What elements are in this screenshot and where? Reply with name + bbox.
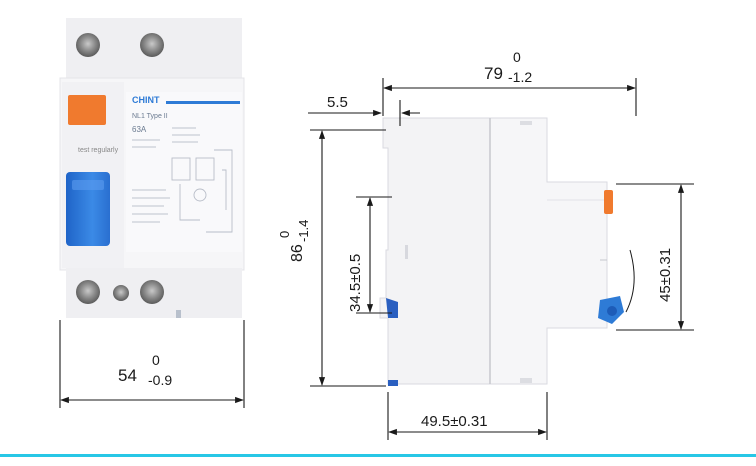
width-lower-tol: -0.9 bbox=[148, 372, 172, 388]
wiring-schematic bbox=[171, 149, 233, 233]
bottom-center-screw-icon bbox=[113, 285, 129, 301]
front-height-dimension bbox=[616, 183, 694, 331]
model-text: NL1 Type II bbox=[132, 113, 168, 120]
toggle-lever bbox=[66, 172, 110, 246]
din-clip-bottom bbox=[388, 380, 398, 386]
base-depth-dimension bbox=[387, 392, 548, 440]
offset-value: 5.5 bbox=[327, 94, 348, 111]
depth-lower-tol: -1.2 bbox=[508, 69, 532, 85]
bottom-right-screw-icon bbox=[140, 280, 164, 304]
side-view bbox=[379, 117, 624, 386]
width-upper-tol: 0 bbox=[152, 352, 160, 368]
top-right-screw-icon bbox=[140, 33, 164, 57]
side-rear-body bbox=[379, 117, 491, 385]
rail-clip bbox=[176, 310, 181, 318]
height-upper-tol: 0 bbox=[277, 231, 292, 238]
top-mark bbox=[520, 121, 532, 125]
depth-nominal: 79 bbox=[484, 64, 503, 83]
height-label-group: 86 0 -1.4 bbox=[277, 220, 311, 262]
top-left-screw-icon bbox=[76, 33, 100, 57]
height-lower-tol: -1.4 bbox=[296, 220, 311, 242]
brand-stripe bbox=[166, 101, 240, 104]
front-height-value: 45±0.31 bbox=[657, 248, 674, 302]
toggle-highlight bbox=[72, 180, 104, 190]
height-nominal: 86 bbox=[289, 244, 306, 262]
side-test-button bbox=[604, 190, 613, 214]
rail-dimension bbox=[356, 196, 392, 314]
front-view: test regularly CHINT NL1 Type II 63A bbox=[59, 18, 245, 318]
depth-upper-tol: 0 bbox=[513, 49, 521, 65]
bottom-mark bbox=[520, 378, 532, 383]
base-depth-value: 49.5±0.31 bbox=[421, 413, 488, 430]
height-dimension bbox=[310, 129, 386, 387]
test-button bbox=[68, 95, 106, 125]
bottom-left-screw-icon bbox=[76, 280, 100, 304]
spec-lines bbox=[132, 127, 200, 223]
width-nominal: 54 bbox=[118, 366, 137, 385]
rating-text: 63A bbox=[132, 125, 147, 134]
side-lever-pivot bbox=[607, 306, 617, 316]
width-dimension bbox=[59, 320, 245, 408]
bottom-rule bbox=[0, 454, 756, 457]
label-panel bbox=[126, 92, 242, 252]
test-label: test regularly bbox=[78, 147, 119, 154]
rail-value: 34.5±0.5 bbox=[347, 254, 364, 312]
offset-dimension bbox=[308, 100, 420, 126]
depth-dimension bbox=[382, 78, 637, 116]
brand-logo: CHINT bbox=[132, 95, 160, 105]
side-slot bbox=[405, 245, 408, 259]
side-front-body bbox=[489, 117, 608, 385]
